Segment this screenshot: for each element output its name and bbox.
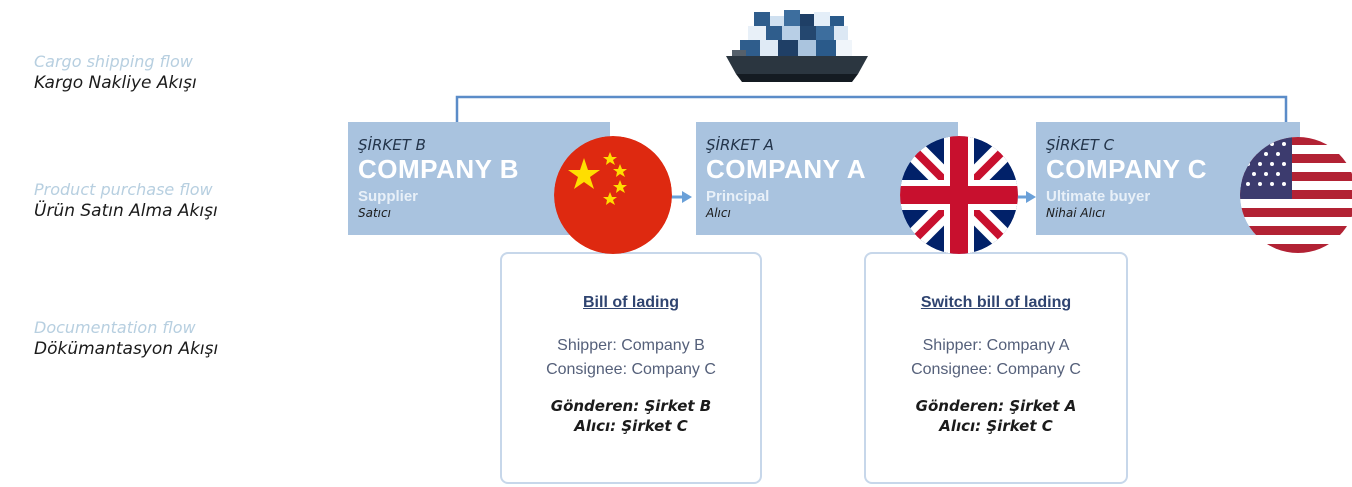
bill-of-lading-consignee: Consignee: Company C xyxy=(546,361,716,378)
legend-product-tr: Ürün Satın Alma Akışı xyxy=(34,201,218,221)
bill-of-lading-title: Bill of lading xyxy=(583,294,679,311)
company-a-en-name: COMPANY A xyxy=(706,154,867,184)
bill-of-lading-box: Bill of lading Shipper: Company B Consig… xyxy=(500,252,762,484)
switch-bill-of-lading-box: Switch bill of lading Shipper: Company A… xyxy=(864,252,1128,484)
company-a-role-tr: Alıcı xyxy=(706,206,731,220)
switch-bill-of-lading-shipper: Shipper: Company A xyxy=(922,337,1070,354)
company-b-role-tr: Satıcı xyxy=(358,206,391,220)
bill-of-lading-shipper: Shipper: Company B xyxy=(557,337,705,354)
company-c-role-en: Ultimate buyer xyxy=(1046,188,1151,205)
company-c-en-name: COMPANY C xyxy=(1046,154,1207,184)
company-a-tr-name: ŞİRKET A xyxy=(706,136,774,154)
bill-of-lading-tr-shipper: Gönderen: Şirket B xyxy=(550,397,712,415)
uk-flag-icon xyxy=(900,136,1018,254)
company-c-role-tr: Nihai Alıcı xyxy=(1046,206,1106,220)
company-b-tr-name: ŞİRKET B xyxy=(358,136,426,154)
company-b-role-en: Supplier xyxy=(358,188,419,205)
legend-documentation-tr: Dökümantasyon Akışı xyxy=(34,339,219,359)
cargo-ship-icon xyxy=(726,10,868,82)
switch-bill-of-lading-title: Switch bill of lading xyxy=(920,294,1072,311)
switch-bill-of-lading-consignee: Consignee: Company C xyxy=(911,361,1081,378)
legend-cargo-en: Cargo shipping flow xyxy=(34,52,193,71)
company-c-tr-name: ŞİRKET C xyxy=(1046,136,1115,154)
company-b-en-name: COMPANY B xyxy=(358,154,519,184)
legend-cargo: Cargo shipping flow Kargo Nakliye Akışı xyxy=(34,52,274,94)
switch-bill-of-lading-tr-consignee: Alıcı: Şirket C xyxy=(939,417,1053,435)
legend-product: Product purchase flow Ürün Satın Alma Ak… xyxy=(34,180,274,222)
legend-documentation: Documentation flow Dökümantasyon Akışı xyxy=(34,318,274,360)
usa-flag-icon xyxy=(1240,137,1352,253)
china-flag-icon xyxy=(554,136,672,254)
legend-product-en: Product purchase flow xyxy=(34,180,213,199)
switch-bill-of-lading-tr-shipper: Gönderen: Şirket A xyxy=(915,397,1077,415)
legend-documentation-en: Documentation flow xyxy=(34,318,196,337)
bill-of-lading-tr-consignee: Alıcı: Şirket C xyxy=(574,417,688,435)
legend-cargo-tr: Kargo Nakliye Akışı xyxy=(34,73,197,93)
company-a-role-en: Principal xyxy=(706,188,770,205)
